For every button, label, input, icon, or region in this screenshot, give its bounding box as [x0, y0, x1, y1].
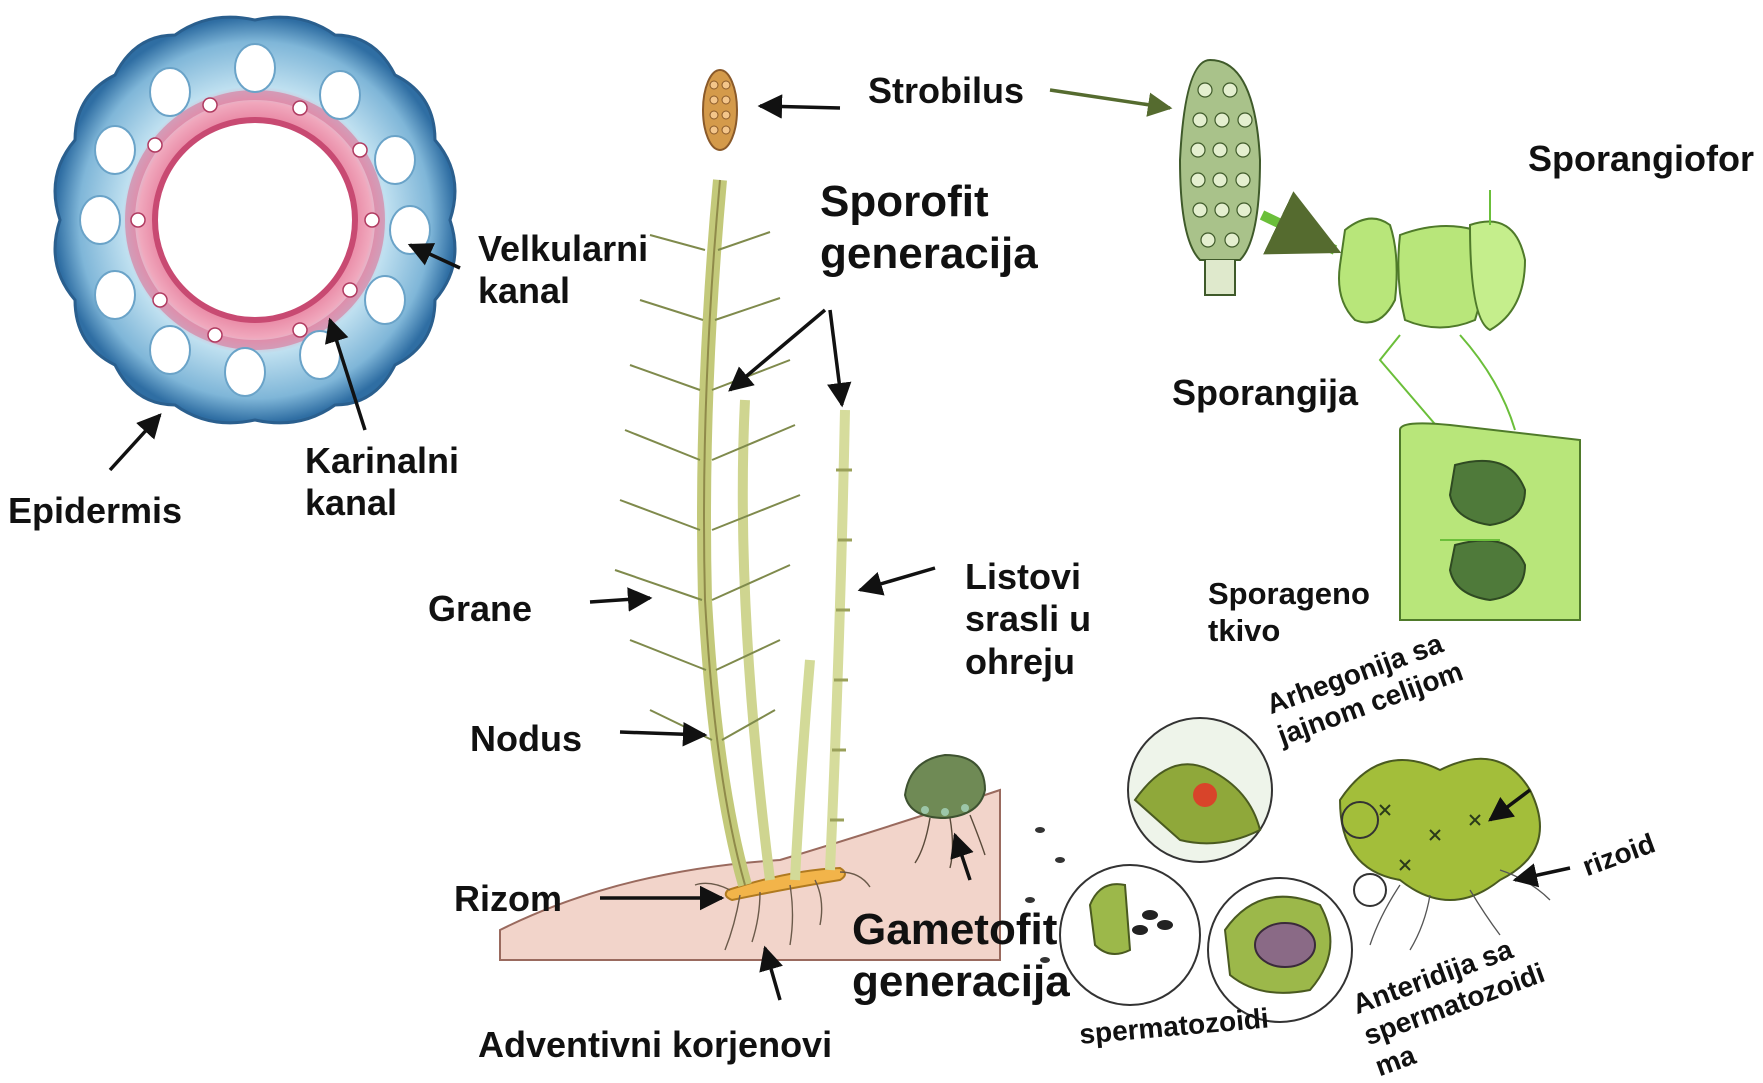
- arrow-nodus: [620, 732, 705, 735]
- label-gametofit-generacija: Gametofit generacija: [852, 904, 1070, 1008]
- label-sporangija: Sporangija: [1172, 372, 1358, 414]
- strobilus-enlarged: [1180, 60, 1335, 295]
- label-rizom: Rizom: [454, 878, 562, 920]
- arrow-epidermis: [110, 415, 160, 470]
- label-epidermis: Epidermis: [8, 490, 182, 532]
- sporangiophore: [1339, 190, 1525, 430]
- label-velkularni-kanal: Velkularni kanal: [478, 228, 648, 313]
- arrow-strobilus: [760, 106, 840, 108]
- arrow-sporofit-left: [730, 310, 825, 390]
- label-sporageno-tkivo: Sporageno tkivo: [1208, 576, 1370, 649]
- label-adventivni-korjenovi: Adventivni korjenovi: [478, 1024, 832, 1066]
- arrow-strobilus-enlarged: [1050, 90, 1170, 108]
- arrow-sporofit-right: [830, 310, 842, 405]
- arrow-listovi: [860, 568, 935, 590]
- stem-cross-section: [55, 17, 455, 423]
- label-nodus: Nodus: [470, 718, 582, 760]
- arrow-grane: [590, 598, 650, 602]
- label-listovi: Listovi srasli u ohreju: [965, 556, 1091, 683]
- label-sporangiofor: Sporangiofor: [1528, 138, 1754, 180]
- label-karinalni-kanal: Karinalni kanal: [305, 440, 459, 525]
- sporophyte-plant: [615, 70, 852, 885]
- label-sporofit-generacija: Sporofit generacija: [820, 176, 1038, 280]
- label-strobilus: Strobilus: [868, 70, 1024, 112]
- label-grane: Grane: [428, 588, 532, 630]
- sporangium-section: [1400, 423, 1580, 620]
